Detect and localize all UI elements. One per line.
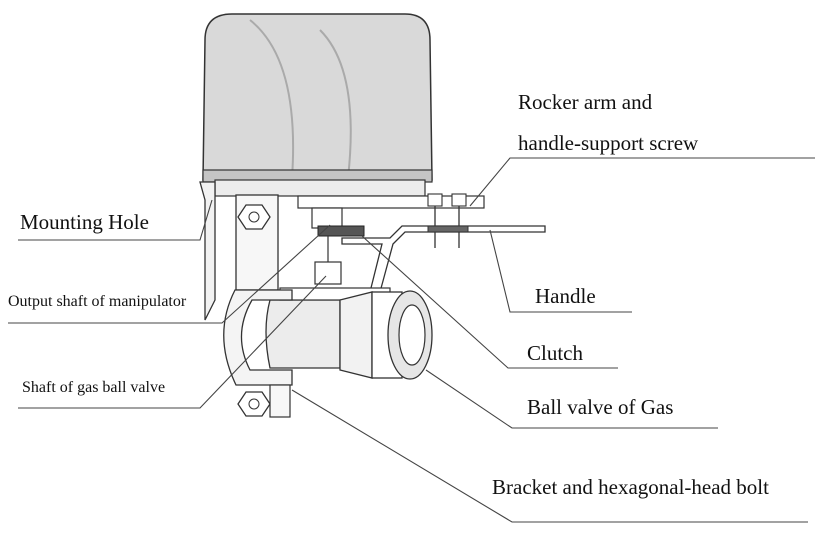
leader-rocker (469, 157, 815, 207)
leader-valve-shaft (18, 275, 327, 409)
label-handle: Handle (535, 284, 596, 308)
mounting-base (214, 179, 485, 209)
left-bracket (199, 181, 279, 321)
leader-bracket (291, 389, 808, 523)
leader-ball-valve (425, 369, 718, 429)
rocker-handle (341, 193, 546, 293)
leader-clutch (361, 235, 618, 369)
label-valve-shaft: Shaft of gas ball valve (22, 379, 166, 396)
label-ball-valve: Ball valve of Gas (527, 395, 674, 419)
label-mounting-hole: Mounting Hole (20, 210, 149, 234)
label-output-shaft: Output shaft of manipulator (8, 293, 187, 310)
shaft-clutch (311, 207, 365, 285)
label-clutch: Clutch (527, 341, 583, 365)
motor-cap (202, 13, 433, 183)
leader-lines (8, 157, 815, 523)
ball-valve (265, 287, 433, 380)
label-rocker-arm-line1: Rocker arm and (518, 90, 653, 114)
clamp-bracket (223, 289, 293, 418)
leader-output (8, 224, 331, 324)
label-bracket-bolt: Bracket and hexagonal-head bolt (492, 475, 769, 499)
leader-mounting (18, 199, 213, 241)
label-rocker-arm-line2: handle-support screw (518, 131, 699, 155)
leader-handle (489, 229, 632, 313)
